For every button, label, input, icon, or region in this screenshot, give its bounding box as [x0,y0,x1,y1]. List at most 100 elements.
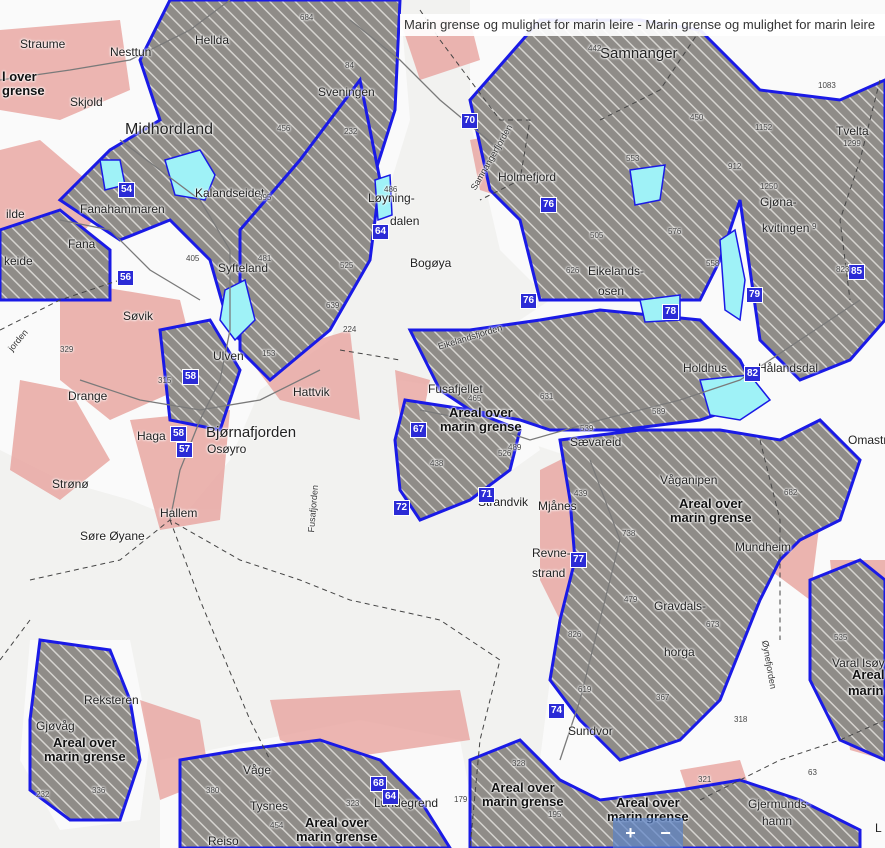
place-label: Holmefjord [498,170,557,184]
route-shield: 58 [182,369,200,385]
route-shield: 72 [393,500,411,516]
peak-elevation: 328 [512,759,526,768]
peak-elevation: 323 [346,799,360,808]
place-label: Hålandsdal [758,361,819,375]
route-shield: 70 [461,113,479,129]
peak-elevation: 438 [430,459,444,468]
peak-elevation: 619 [578,685,592,694]
layer-title-bar: Marin grense og mulighet for marin leire… [400,14,885,36]
place-label: osen [598,284,625,298]
peak-elevation: 626 [566,266,580,275]
peak-elevation: 539 [580,424,594,433]
peak-elevation: 558 [706,259,720,268]
peak-elevation: 631 [540,392,554,401]
peak-elevation: 826 [568,630,582,639]
place-label: Revne- [532,546,571,560]
area-label: Areal over marin grense [482,780,564,809]
peak-elevation: 380 [206,786,220,795]
place-label: Holdhus [683,361,728,375]
place-label: Sundvor [568,724,613,738]
peak-elevation: 525 [340,261,354,270]
area-label: l over grense [2,69,45,98]
peak-elevation: 535 [834,633,848,642]
place-label: Nesttun [110,45,152,59]
peak-elevation: 682 [784,488,798,497]
peak-elevation: 526 [498,449,512,458]
area-label: Areal over marin grense [440,405,522,434]
peak-elevation: 684 [300,13,314,22]
region-label: Midhordland [125,121,214,138]
peak-elevation: 232 [36,790,50,799]
peak-elevation: 367 [656,693,670,702]
place-label: horga [664,645,695,659]
peak-elevation: 673 [706,620,720,629]
route-shield: 64 [372,224,390,240]
place-label: Haga [137,429,166,443]
place-label: Våge [243,763,272,777]
route-shield: 79 [746,287,764,303]
place-label: Osøyro [207,442,247,456]
route-shield: 68 [370,776,388,792]
peak-elevation: 195 [548,810,562,819]
route-shield: 58 [170,426,188,442]
route-shield: 74 [548,703,566,719]
place-label: L [875,821,882,835]
place-label: Ulven [213,349,244,363]
place-label: Bogøya [410,256,452,270]
peak-elevation: 329 [60,345,74,354]
place-label: Hellda [195,33,230,47]
peak-elevation: 912 [728,162,742,171]
place-label: Isøy [862,656,885,670]
place-label: Gravdals- [654,599,707,613]
peak-elevation: 738 [622,529,636,538]
place-label: Sævareid [570,435,622,449]
peak-elevation: 315 [158,376,172,385]
peak-elevation: 232 [344,127,358,136]
peak-elevation: 153 [262,349,276,358]
town-label: Samnanger [600,45,678,62]
town-label: Bjørnafjorden [206,424,297,441]
peak-elevation: 179 [454,795,468,804]
area-label: Areal over marin grense [296,815,378,844]
place-label: keide [4,254,33,268]
route-shield: 76 [540,197,558,213]
peak-elevation: 454 [270,821,284,830]
place-label: Straume [20,37,66,51]
lakes [99,149,772,421]
peak-elevation: 84 [345,61,354,70]
place-label: Gjøvåg [36,719,75,733]
peak-elevation: 442 [588,44,602,53]
peak-elevation: 318 [734,715,748,724]
peak-elevation: 450 [690,113,704,122]
place-label: Omastr [848,433,885,447]
place-label: Sveningen [318,85,375,99]
place-label: Tysnes [250,799,289,813]
place-label: hamn [762,814,793,828]
zoom-in-button[interactable]: + [625,822,636,843]
zoom-out-button[interactable]: − [660,822,671,843]
peak-elevation: 395 [258,193,272,202]
route-shield: 77 [570,552,588,568]
peak-elevation: 465 [468,394,482,403]
place-label: ilde [6,207,25,221]
route-shield: 64 [382,789,400,805]
route-shield: 82 [744,366,762,382]
route-shield: 54 [118,182,136,198]
place-label: Mundheim [735,540,792,554]
place-label: Strønø [52,477,89,491]
route-shield: 67 [410,422,428,438]
zoom-control: + − [613,818,683,848]
peak-elevation: 405 [186,254,200,263]
place-label: kvitingen [762,221,810,235]
peak-elevation: 489 [508,443,522,452]
peak-elevation: 439 [574,489,588,498]
route-shield: 57 [176,442,194,458]
route-shield: 85 [848,264,866,280]
area-label: Areal over marin grense [670,496,752,525]
peak-elevation: 479 [624,595,638,604]
peak-elevation: 456 [277,124,291,133]
place-label: Skjold [70,95,103,109]
